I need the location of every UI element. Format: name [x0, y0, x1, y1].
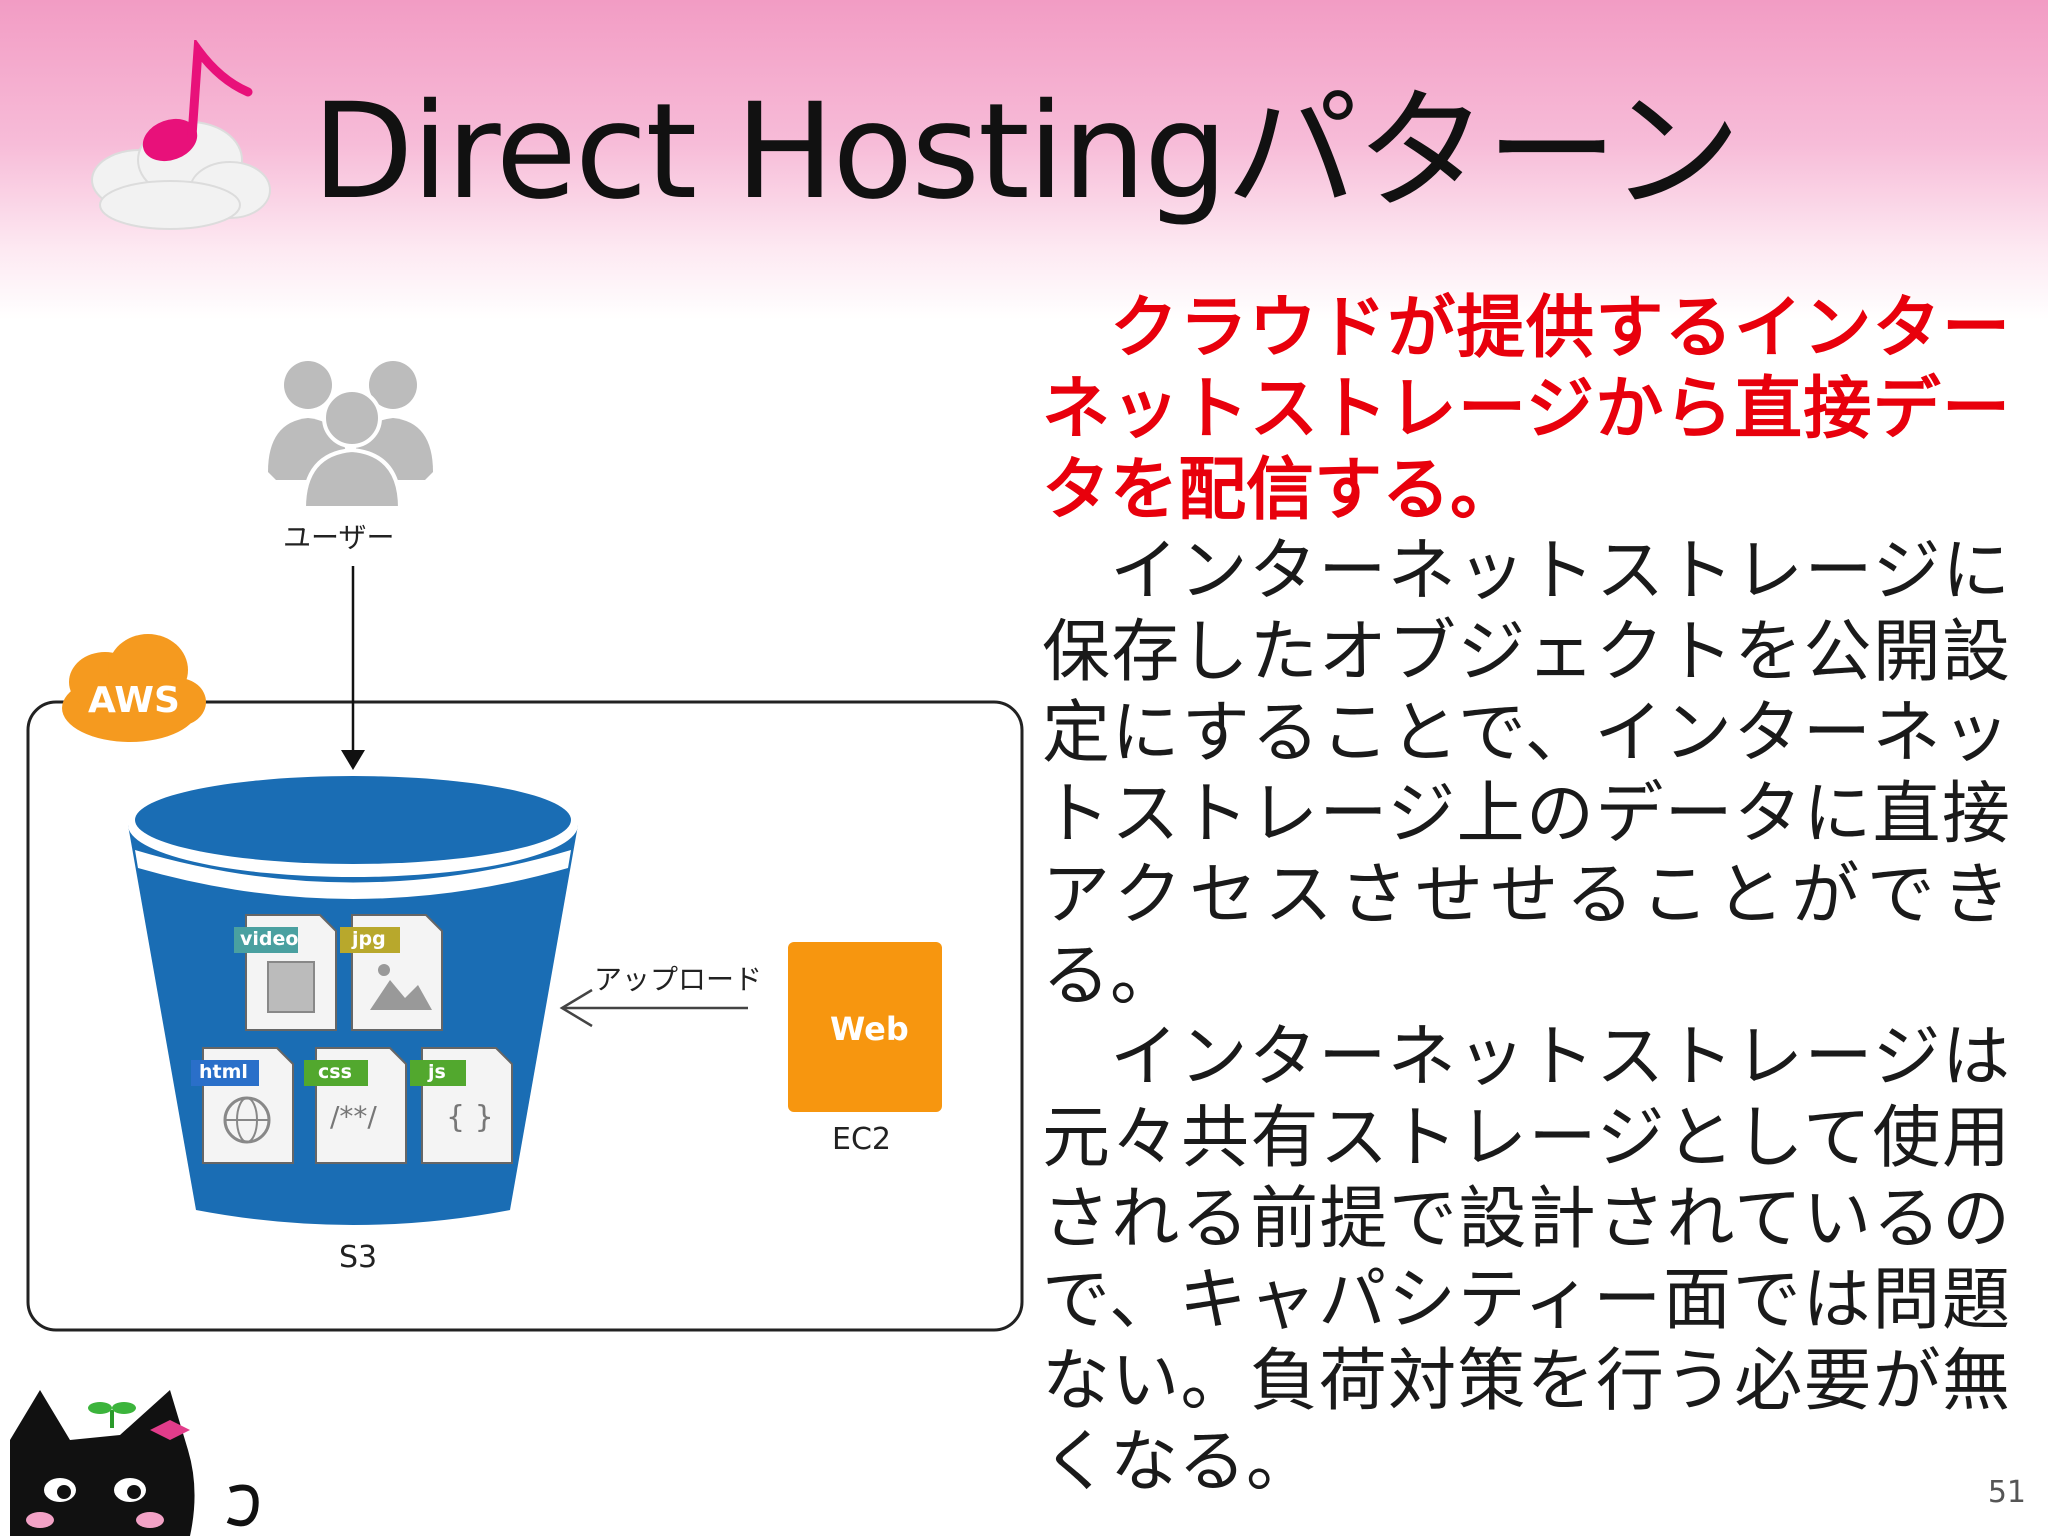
body-text: クラウドが提供するインターネットストレージから直接データを配信する。 インターネ… [1042, 288, 2010, 1503]
upload-arrowhead [559, 988, 593, 1028]
cat-mascot-icon [10, 1390, 259, 1536]
file-tag-js: js [428, 1061, 446, 1083]
user-label: ユーザー [283, 521, 395, 554]
page-number: 51 [1987, 1475, 2026, 1510]
file-tag-jpg: jpg [352, 928, 386, 950]
ec2-label: EC2 [832, 1122, 891, 1157]
download-arrowhead [341, 750, 365, 770]
paragraph-2: インターネットストレージは元々共有ストレージとして使用される前提で設計されている… [1042, 1018, 2010, 1502]
ec2-web-box [788, 942, 942, 1112]
file-icon-js [410, 1047, 513, 1164]
diagram-canvas [26, 361, 1024, 1332]
web-label: Web [830, 1010, 909, 1048]
file-icon-video [234, 914, 337, 1031]
aws-boundary [26, 700, 1024, 1332]
paragraph-1: インターネットストレージに保存したオブジェクトを公開設定にすることで、インターネ… [1042, 532, 2010, 1016]
file-tag-video: video [240, 928, 299, 950]
file-icon-jpg [340, 914, 443, 1031]
lead-statement: クラウドが提供するインターネットストレージから直接データを配信する。 [1042, 289, 2010, 530]
file-tag-html: html [199, 1061, 248, 1083]
aws-cloud-icon [62, 634, 206, 742]
cloud-music-note-icon [91, 40, 271, 230]
css-file-glyph: /**/ [330, 1100, 377, 1133]
architecture-diagram: AWS ユーザー アップロード Web EC2 S3 video jpg htm… [0, 330, 1040, 1350]
upload-label: アップロード [594, 963, 763, 996]
users-icon [268, 361, 433, 510]
file-icon-css [304, 1047, 407, 1164]
slide-title: Direct Hostingパターン [312, 75, 1741, 229]
header-band [0, 0, 2048, 320]
file-tag-css: css [318, 1061, 352, 1083]
aws-label: AWS [88, 680, 180, 721]
js-file-glyph: { } [446, 1100, 494, 1135]
file-icon-html [191, 1047, 294, 1164]
s3-label: S3 [339, 1240, 378, 1275]
